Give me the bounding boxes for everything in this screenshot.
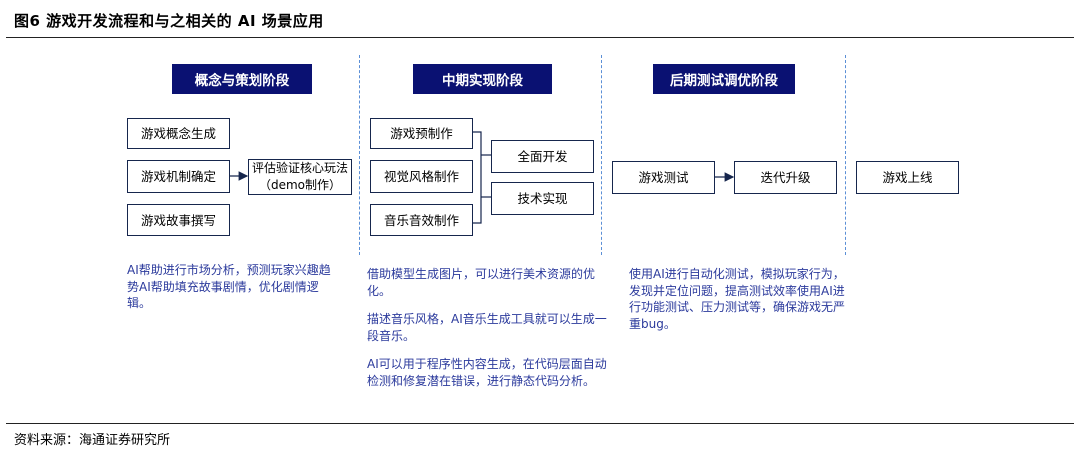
box-mechanism: 游戏机制确定 — [127, 160, 230, 193]
box-music-sfx: 音乐音效制作 — [370, 204, 473, 236]
box-launch: 游戏上线 — [856, 161, 959, 194]
desc-concept-ai: AI帮助进行市场分析，预测玩家兴趣趋势AI帮助填充故事剧情，优化剧情逻辑。 — [127, 262, 333, 324]
phase-header-concept: 概念与策划阶段 — [172, 64, 312, 94]
phase-divider-3 — [845, 55, 846, 255]
desc-impl-music: 描述音乐风格，AI音乐生成工具就可以生成一段音乐。 — [367, 312, 607, 343]
box-game-testing: 游戏测试 — [612, 161, 715, 194]
desc-impl-art: 借助模型生成图片，可以进行美术资源的优化。 — [367, 267, 596, 298]
box-visual-style: 视觉风格制作 — [370, 160, 473, 193]
bracket-preproduction — [471, 131, 482, 224]
desc-concept-text: AI帮助进行市场分析，预测玩家兴趣趋势AI帮助填充故事剧情，优化剧情逻辑。 — [127, 263, 331, 310]
source-note: 资料来源：海通证券研究所 — [14, 433, 171, 448]
desc-implementation-ai: 借助模型生成图片，可以进行美术资源的优化。 描述音乐风格，AI音乐生成工具就可以… — [367, 266, 607, 401]
top-rule — [6, 37, 1074, 38]
box-tech-implementation: 技术实现 — [491, 182, 594, 215]
bottom-rule — [6, 423, 1074, 424]
box-full-development: 全面开发 — [491, 140, 594, 173]
desc-testing-text: 使用AI进行自动化测试，模拟玩家行为，发现并定位问题，提高测试效率使用AI进行功… — [629, 267, 846, 331]
desc-testing-ai: 使用AI进行自动化测试，模拟玩家行为，发现并定位问题，提高测试效率使用AI进行功… — [629, 266, 847, 344]
box-demo-evaluation: 评估验证核心玩法（demo制作） — [248, 159, 352, 195]
phase-divider-2 — [601, 55, 602, 255]
phase-header-implementation: 中期实现阶段 — [413, 64, 552, 94]
box-iteration: 迭代升级 — [734, 161, 837, 194]
phase-header-testing: 后期测试调优阶段 — [653, 64, 795, 94]
box-story: 游戏故事撰写 — [127, 204, 230, 236]
box-preproduction: 游戏预制作 — [370, 118, 473, 149]
phase-divider-1 — [359, 55, 360, 255]
figure-title: 图6 游戏开发流程和与之相关的 AI 场景应用 — [14, 12, 324, 30]
desc-impl-code: AI可以用于程序性内容生成，在代码层面自动检测和修复潜在错误，进行静态代码分析。 — [367, 357, 607, 388]
box-concept-generation: 游戏概念生成 — [127, 118, 230, 149]
